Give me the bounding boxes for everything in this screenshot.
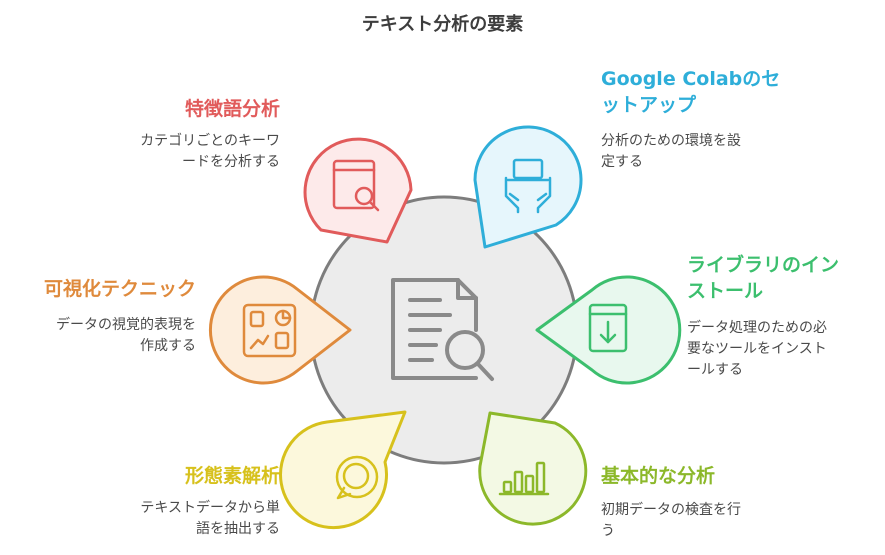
page-title: テキスト分析の要素 xyxy=(361,14,524,35)
node-colab-setup xyxy=(473,125,583,249)
book-search-icon xyxy=(332,159,380,212)
node-visualization xyxy=(208,275,352,385)
node-shape xyxy=(478,411,588,526)
document-search-icon xyxy=(391,278,494,381)
node-shape xyxy=(279,410,407,530)
heading-feature-words: 特徴語分析 xyxy=(184,98,280,120)
description-feature-words: カテゴリごとのキーワードを分析する xyxy=(140,133,280,170)
node-shape xyxy=(473,125,583,249)
node-library-install xyxy=(535,275,682,385)
heading-library-install: ライブラリのインストール xyxy=(687,254,840,302)
heading-visualization: 可視化テクニック xyxy=(43,278,196,300)
description-morphology: テキストデータから単語を抽出する xyxy=(140,500,280,537)
node-basic-analysis xyxy=(478,411,588,526)
hands-laptop-icon xyxy=(504,158,552,214)
node-morphology xyxy=(279,410,407,530)
description-library-install: データ処理のための必要なツールをインストールする xyxy=(687,320,827,378)
description-visualization: データの視覚的表現を作成する xyxy=(56,317,196,354)
bar-chart-icon xyxy=(498,461,550,496)
node-feature-words xyxy=(303,137,413,244)
description-basic-analysis: 初期データの検査を行う xyxy=(601,502,741,539)
chat-bubble-icon xyxy=(335,455,379,500)
dashboard-icon xyxy=(242,303,297,358)
heading-basic-analysis: 基本的な分析 xyxy=(601,465,716,487)
book-download-icon xyxy=(588,303,628,353)
description-colab-setup: 分析のための環境を設定する xyxy=(601,133,741,170)
heading-colab-setup: Google Colabのセットアップ xyxy=(601,68,781,116)
heading-morphology: 形態素解析 xyxy=(184,465,280,487)
